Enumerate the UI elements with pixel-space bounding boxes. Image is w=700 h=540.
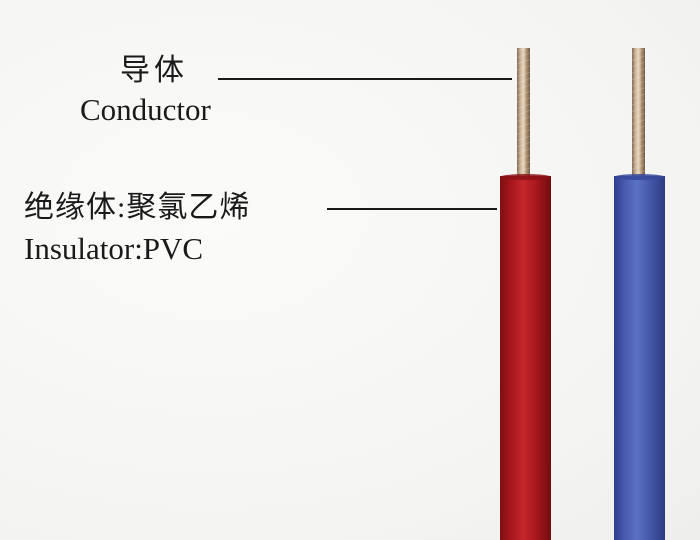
- blue-wire: [614, 48, 665, 540]
- red-wire-insulation: [500, 176, 551, 540]
- conductor-label: 导体 Conductor: [80, 54, 211, 127]
- conductor-leader-line: [218, 78, 512, 80]
- conductor-label-english: Conductor: [80, 92, 211, 127]
- insulator-label: 绝缘体:聚氯乙烯 Insulator:PVC: [24, 191, 251, 266]
- red-wire: [500, 48, 551, 540]
- blue-wire-insulation: [614, 176, 665, 540]
- conductor-label-chinese: 导体: [120, 54, 188, 87]
- insulator-label-english: Insulator:PVC: [24, 231, 204, 266]
- insulator-label-chinese: 绝缘体:聚氯乙烯: [24, 191, 251, 224]
- insulator-leader-line: [327, 208, 497, 210]
